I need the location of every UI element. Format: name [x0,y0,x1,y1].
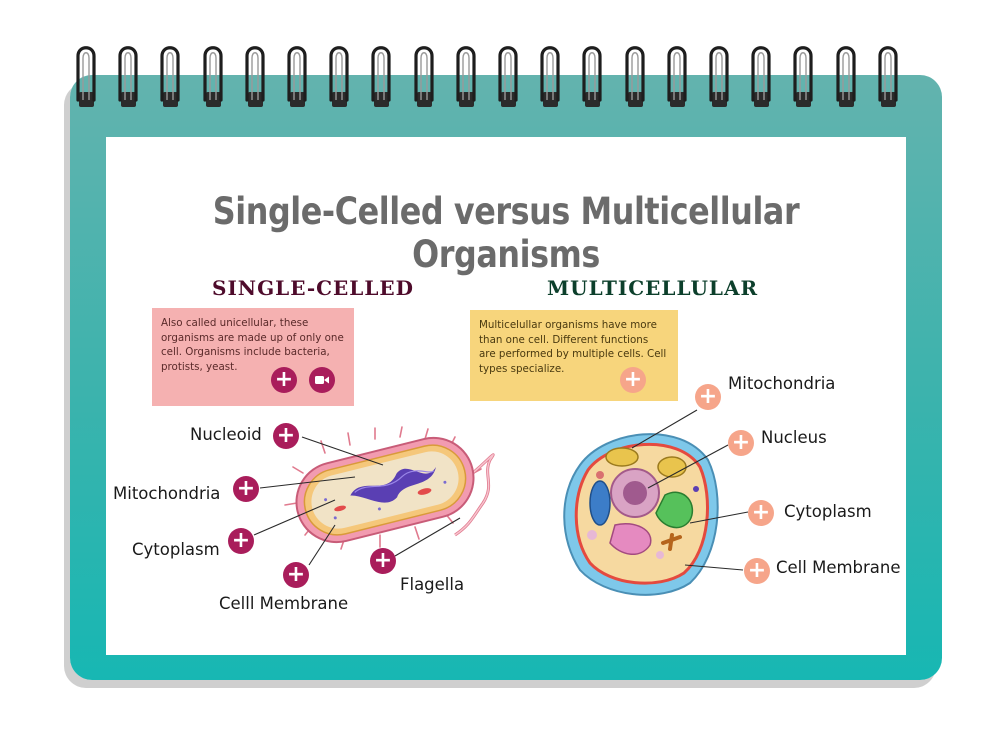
plus-icon: + [623,367,643,392]
hotspot-nucleus[interactable]: + [728,430,754,456]
multi-info-plus-button[interactable]: + [620,367,646,393]
spiral-ring-icon [709,46,729,107]
single-celled-info-box: Also called unicellular, these organisms… [152,308,354,406]
hotspot-cytoplasm-multi[interactable]: + [748,500,774,526]
leader-flagella [394,517,461,557]
spiral-ring-icon [667,46,687,107]
leader-cell-membrane-single [308,524,336,566]
plus-icon: + [276,423,296,448]
plus-icon: + [286,562,306,587]
leader-mitochondria-single [259,476,356,489]
bacterium-illustration [284,426,495,550]
plus-icon: + [274,367,294,392]
spiral-ring-icon [835,46,856,107]
single-info-plus-button[interactable]: + [271,367,297,393]
hotspot-cell-membrane-multi[interactable]: + [744,558,770,584]
spiral-ring-icon [413,46,434,107]
hotspot-flagella[interactable]: + [370,548,396,574]
spiral-ring-icon [582,46,602,107]
spiral-ring-icon [245,46,265,107]
label-cytoplasm-single: Cytoplasm [132,540,220,559]
label-cytoplasm-multi: Cytoplasm [784,502,872,521]
multicellular-heading: MULTICELLULAR [547,276,759,300]
spiral-ring-icon [540,46,560,107]
spiral-ring-icon [456,46,476,107]
hotspot-cytoplasm-single[interactable]: + [228,528,254,554]
spiral-ring-icon [287,46,307,107]
spiral-ring-icon [878,46,898,107]
spiral-ring-icon [76,46,96,107]
leader-cell-membrane-multi [684,564,744,571]
spiral-ring-icon [118,46,138,107]
plus-icon: + [373,548,393,573]
label-mitochondria-single: Mitochondria [113,484,221,503]
animal-cell-illustration [563,433,719,596]
leader-nucleus [647,444,729,489]
spiral-ring-icon [624,46,645,107]
spiral-ring-icon [793,46,813,107]
leader-cytoplasm-single [253,499,336,536]
plus-icon: + [731,430,751,455]
video-camera-icon [315,376,329,384]
plus-icon: + [236,476,256,501]
single-celled-heading: SINGLE-CELLED [212,276,415,300]
leader-cytoplasm-multi [689,511,749,524]
hotspot-mitochondria-multi[interactable]: + [695,384,721,410]
plus-icon: + [747,558,767,583]
label-mitochondria-multi: Mitochondria [728,374,836,393]
spiral-ring-icon [160,46,180,107]
page-title: Single-Celled versus Multicellular Organ… [212,190,800,276]
hotspot-cell-membrane-single[interactable]: + [283,562,309,588]
label-nucleus: Nucleus [761,428,827,447]
plus-icon: + [698,384,718,409]
hotspot-nucleoid[interactable]: + [273,423,299,449]
plus-icon: + [751,500,771,525]
single-info-video-button[interactable] [309,367,335,393]
spiral-ring-icon [329,46,349,107]
plus-icon: + [231,528,251,553]
label-cell-membrane-single: Celll Membrane [219,594,349,613]
spiral-ring-icon [751,46,771,107]
spiral-ring-icon [498,46,518,107]
label-nucleoid: Nucleoid [190,425,262,444]
multicellular-description: Multicelullar organisms have more than o… [479,319,667,375]
leader-nucleoid [301,436,384,466]
single-celled-description: Also called unicellular, these organisms… [161,317,344,373]
hotspot-mitochondria-single[interactable]: + [233,476,259,502]
label-flagella: Flagella [400,575,465,594]
leader-mitochondria-multi [631,409,698,449]
multicellular-info-box: Multicelullar organisms have more than o… [470,310,678,401]
spiral-ring-icon [202,46,223,107]
spiral-ring-icon [371,46,391,107]
label-cell-membrane-multi: Cell Membrane [776,558,901,577]
